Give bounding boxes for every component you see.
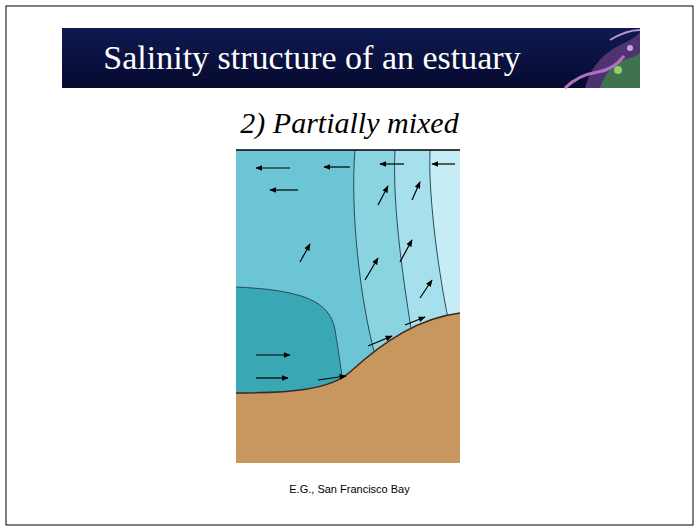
estuary-illustration — [0, 100, 460, 500]
title-box: Salinity structure of an estuary — [62, 28, 562, 88]
caption: E.G., San Francisco Bay — [0, 483, 699, 495]
subtitle: 2) Partially mixed — [0, 106, 699, 140]
title-bar — [62, 28, 640, 88]
title-decoration — [565, 30, 640, 88]
bed-line — [236, 313, 460, 393]
slide-title: Salinity structure of an estuary — [103, 39, 520, 77]
water-surface — [236, 149, 460, 151]
isohaline — [236, 150, 448, 380]
flow-arrow — [256, 164, 455, 380]
